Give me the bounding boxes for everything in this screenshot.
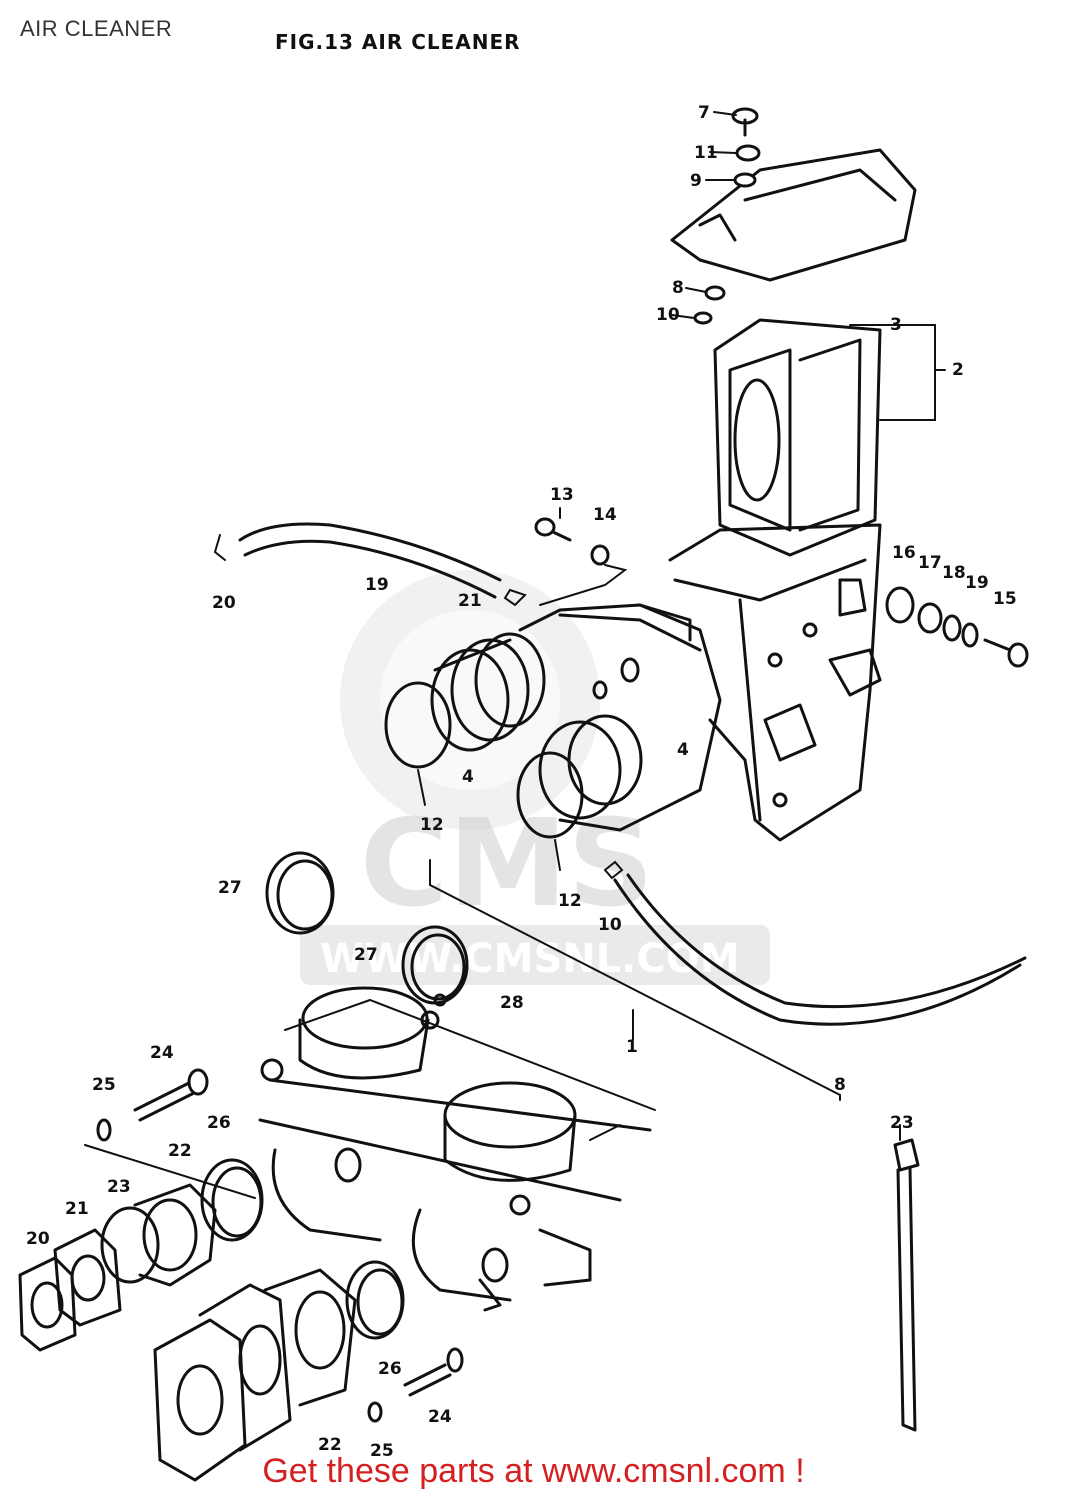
label-17: 19 xyxy=(965,573,989,593)
label-7: 11 xyxy=(694,143,718,163)
bolt-and-washer xyxy=(534,507,628,606)
carburetor-assembly xyxy=(258,986,656,1312)
intake-boot-lower xyxy=(516,714,643,871)
label-27: 27 xyxy=(218,878,242,898)
label-19: 20 xyxy=(212,593,236,613)
label-12: 14 xyxy=(593,505,617,525)
intake-pipe-upper xyxy=(18,1068,264,1352)
label-25b: 25 xyxy=(370,1441,394,1461)
label-11: 13 xyxy=(550,485,574,505)
figure-title: FIG.13 AIR CLEANER xyxy=(275,30,521,54)
footer-link-text[interactable]: Get these parts at www.cmsnl.com ! xyxy=(262,1452,805,1490)
label-15: 17 xyxy=(918,553,942,573)
intake-boot-upper xyxy=(384,632,546,806)
label-24b: 24 xyxy=(428,1407,452,1427)
label-6: 9 xyxy=(690,171,702,191)
watermark-brand: CMS xyxy=(360,795,654,934)
air-filter-element xyxy=(713,318,946,557)
label-13: 15 xyxy=(993,589,1017,609)
label-25: 25 xyxy=(92,1075,116,1095)
label-4b: 4 xyxy=(677,740,689,760)
label-27b: 27 xyxy=(354,945,378,965)
rubber-strap xyxy=(893,1124,920,1432)
watermark-url: WWW.CMSNL.COM xyxy=(320,936,740,982)
label-28: 28 xyxy=(500,993,524,1013)
label-23: 23 xyxy=(107,1177,131,1197)
label-14: 16 xyxy=(892,543,916,563)
label-16: 18 xyxy=(942,563,966,583)
label-5: 7 xyxy=(698,103,710,123)
label-26: 26 xyxy=(207,1113,231,1133)
air-cleaner-case xyxy=(668,523,882,842)
label-20: 20 xyxy=(26,1229,50,1249)
label-22: 22 xyxy=(168,1141,192,1161)
label-26b: 26 xyxy=(378,1359,402,1379)
label-3: 3 xyxy=(890,315,902,335)
part-number-labels: 7 11 9 8 10 3 2 13 14 16 17 18 19 15 19 … xyxy=(26,103,1017,1461)
drain-hose xyxy=(429,859,1027,1101)
label-10: 12 xyxy=(420,815,444,835)
label-23b: 23 xyxy=(890,1113,914,1133)
label-1: 1 xyxy=(626,1037,638,1057)
mounting-bolt-set xyxy=(885,586,1029,668)
label-10b: 12 xyxy=(558,891,582,911)
label-22b: 22 xyxy=(318,1435,342,1455)
label-9: 10 xyxy=(598,915,622,935)
label-6b: 10 xyxy=(656,305,680,325)
label-4: 4 xyxy=(462,767,474,787)
intake-duct xyxy=(518,603,722,832)
breather-hose xyxy=(213,522,527,607)
page-title: AIR CLEANER xyxy=(20,16,173,41)
label-5b: 8 xyxy=(672,278,684,298)
label-24: 24 xyxy=(150,1043,174,1063)
label-19b: 21 xyxy=(458,591,482,611)
intake-pipe-lower xyxy=(153,1260,464,1482)
clamp-pair xyxy=(265,851,469,1007)
label-18: 19 xyxy=(365,575,389,595)
label-21: 21 xyxy=(65,1199,89,1219)
air-cleaner-cover xyxy=(670,107,917,325)
label-8: 8 xyxy=(834,1075,846,1095)
label-2: 2 xyxy=(952,360,964,380)
